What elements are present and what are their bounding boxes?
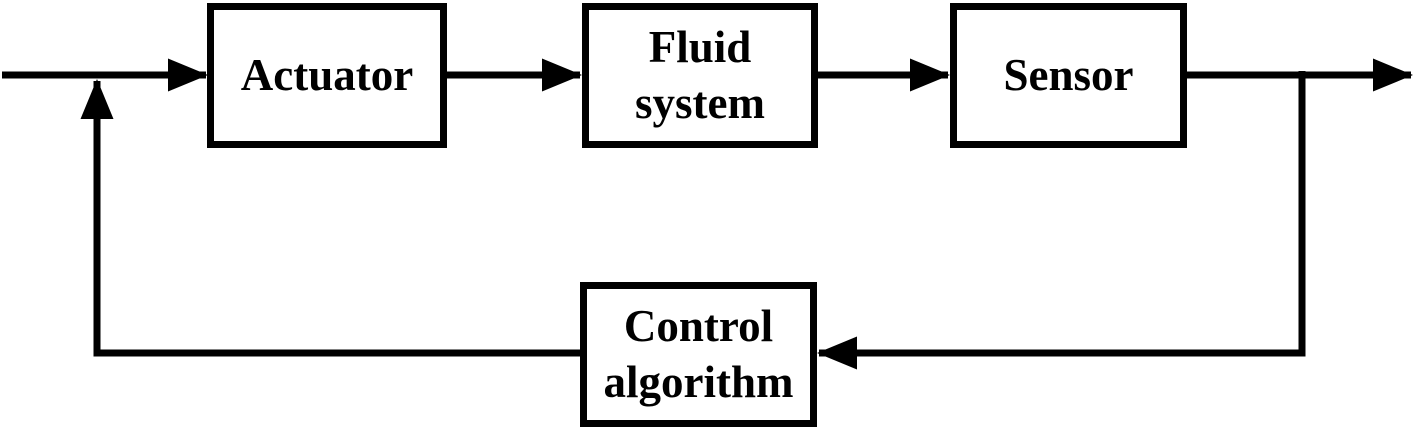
node-fluid-system-label: Fluid system [635,21,765,128]
node-sensor: Sensor [950,3,1187,148]
node-actuator: Actuator [207,3,447,148]
node-control-algorithm: Control algorithm [580,282,817,427]
node-control-algorithm-label: Control algorithm [603,300,794,407]
edge-branch-to-control-algorithm [817,71,1306,370]
node-actuator-label: Actuator [240,49,414,100]
edge-control-algorithm-to-input-junction [80,79,580,357]
node-sensor-label: Sensor [1003,49,1134,100]
node-fluid-system: Fluid system [582,3,818,148]
